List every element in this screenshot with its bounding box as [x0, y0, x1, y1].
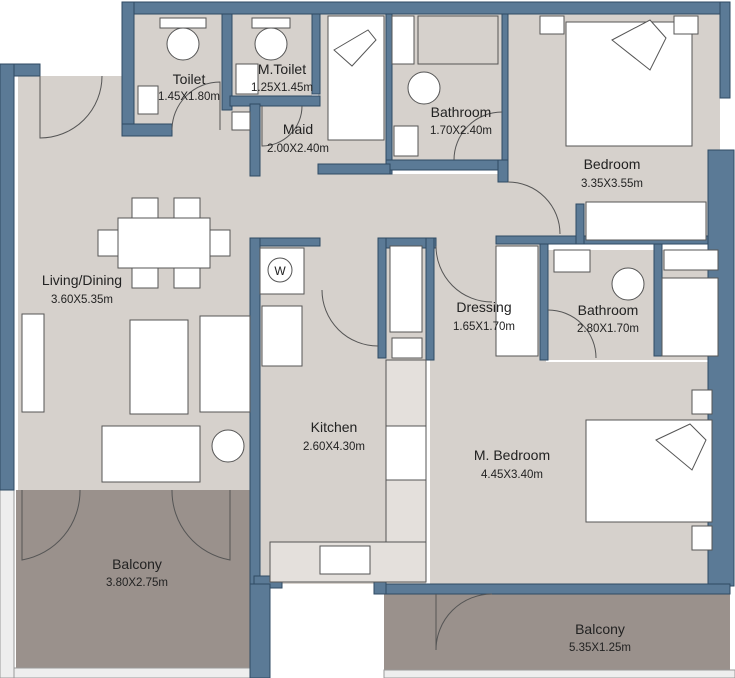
room-size: 1.25X1.45m	[251, 82, 313, 94]
room-name: Living/Dining	[42, 272, 122, 288]
room-name: Balcony	[112, 556, 162, 572]
washer-drum	[267, 257, 293, 283]
bathroom2-shower	[661, 277, 719, 357]
room-size: 3.80X2.75m	[106, 577, 168, 589]
room-size: 2.00X2.40m	[267, 143, 329, 155]
balcony-left-rail-side	[0, 489, 15, 678]
bathroom1-shower-2	[417, 15, 499, 65]
master-nightstand-bottom	[691, 525, 713, 551]
doors	[21, 75, 597, 651]
room-size: 5.35X1.25m	[569, 642, 631, 654]
balcony-right-floor	[384, 594, 730, 670]
room-size: 3.35X3.55m	[581, 178, 643, 190]
tv-console	[21, 313, 45, 413]
bathroom1-shower	[391, 15, 415, 65]
door-toilet	[171, 81, 221, 131]
door-balcony-right	[435, 593, 493, 651]
dressing-cabinet-2	[391, 337, 423, 359]
balcony-left-rail-bottom	[0, 667, 251, 678]
bathroom2-vanity	[553, 249, 591, 273]
bathroom2-toilet	[611, 267, 645, 301]
bedroom-pillow	[611, 19, 667, 71]
door-bedroom	[507, 181, 561, 235]
room-size: 3.60X5.35m	[51, 294, 113, 306]
bedroom-wardrobe	[585, 201, 707, 241]
room-name: Bedroom	[584, 156, 641, 172]
room-size: 2.60X4.30m	[303, 441, 365, 453]
mtoilet-bowl	[254, 27, 288, 61]
room-size: 4.45X3.40m	[481, 469, 543, 481]
dressing-wardrobe	[495, 245, 539, 357]
door-bathroom-1	[453, 111, 503, 161]
room-name: Kitchen	[311, 419, 358, 435]
door-bathroom-2	[547, 309, 597, 359]
furniture	[21, 15, 719, 583]
toilet-sink	[137, 85, 159, 115]
master-pillow	[655, 423, 707, 471]
balconies	[0, 489, 735, 678]
sofa	[101, 425, 201, 483]
door-maid	[261, 105, 303, 147]
washer-icon: W	[274, 264, 286, 278]
door-dressing	[435, 245, 493, 303]
side-table	[211, 429, 245, 463]
room-name: Balcony	[575, 621, 625, 637]
toilet-bowl	[166, 27, 200, 61]
door-kitchen	[321, 289, 379, 347]
master-nightstand-top	[691, 389, 713, 415]
room-name: Toilet	[173, 71, 206, 87]
maid-bed	[327, 15, 385, 141]
toilet-bowl-tank	[159, 17, 207, 29]
room-name: M. Bedroom	[474, 447, 550, 463]
door-balcony-left-1	[21, 489, 81, 561]
maid-pillow	[333, 29, 377, 67]
room-size: 1.65X1.70m	[453, 321, 515, 333]
cooktop	[385, 425, 427, 481]
mtoilet-vent	[231, 111, 251, 131]
floor-corridor	[254, 174, 506, 244]
mtoilet-tank	[251, 17, 291, 29]
door-balcony-left-2	[171, 489, 231, 561]
room-labels: Toilet 1.45X1.80m M.Toilet 1.25X1.45m Ma…	[42, 61, 643, 654]
bathroom1-toilet	[407, 71, 441, 105]
dining-table	[117, 217, 211, 269]
room-name: Bathroom	[431, 104, 492, 120]
room-size: 2.80X1.70m	[577, 323, 639, 335]
room-name: Dressing	[456, 299, 511, 315]
kitchen-counter-top	[261, 305, 303, 367]
door-entrance	[39, 75, 103, 139]
room-size: 1.70X2.40m	[430, 125, 492, 137]
balcony-left-floor	[16, 490, 250, 668]
bathroom2-cabinet	[663, 249, 719, 271]
armchair	[199, 315, 251, 413]
room-name: M.Toilet	[258, 61, 306, 77]
room-name: Bathroom	[578, 302, 639, 318]
kitchen-sink	[319, 545, 371, 575]
bedroom-nightstand-right	[673, 15, 699, 35]
room-size: 1.45X1.80m	[158, 91, 220, 103]
bedroom-nightstand-left	[539, 15, 565, 35]
balcony-right-rail-bottom	[383, 669, 735, 678]
bathroom1-sink	[393, 125, 419, 157]
dressing-cabinet	[389, 245, 423, 333]
coffee-table	[129, 319, 189, 415]
room-name: Maid	[283, 121, 313, 137]
mtoilet-sink	[235, 63, 259, 95]
